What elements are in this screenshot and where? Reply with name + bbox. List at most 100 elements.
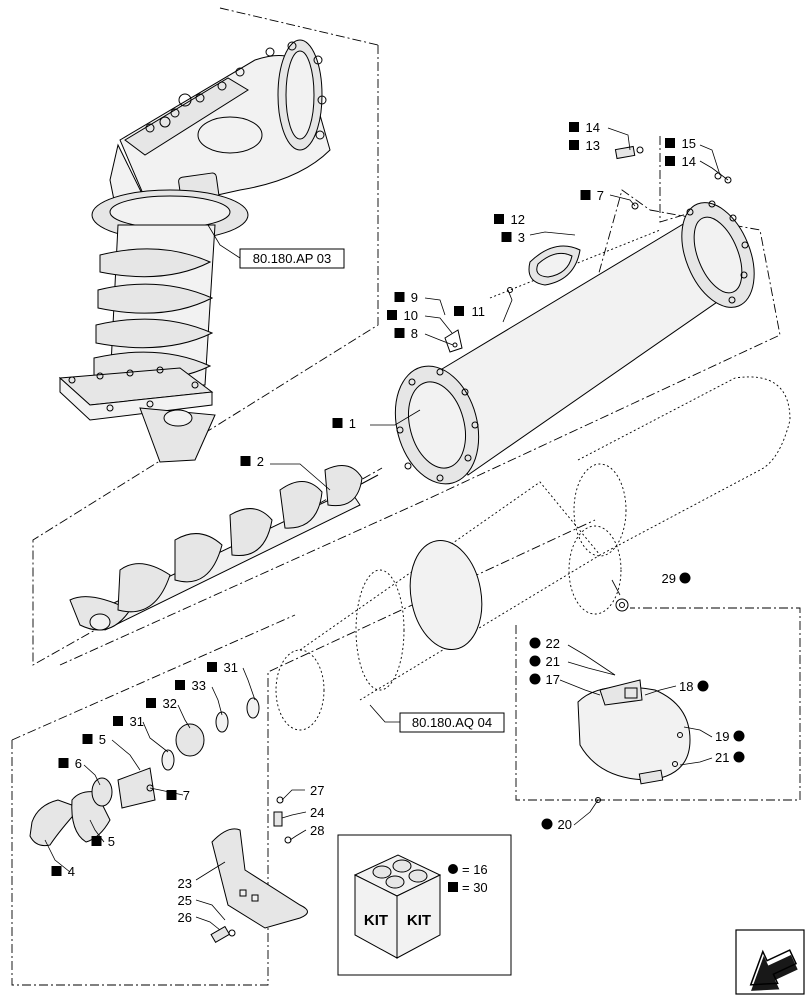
callout-circle-marker xyxy=(529,673,541,685)
tube-flange-bolts-right xyxy=(686,200,749,304)
guard-part-18 xyxy=(577,679,691,785)
callout-7-upper: 7 xyxy=(597,188,604,203)
reference-box-ap xyxy=(239,248,345,269)
callout-23: 23 xyxy=(178,876,192,891)
callout-31-upper: 31 xyxy=(224,660,238,675)
callout-5-upper: 5 xyxy=(99,732,106,747)
upper-auger-assembly xyxy=(58,39,331,463)
reference-aq-label: 80.180.AQ 04 xyxy=(412,715,492,730)
reference-callouts: 80.180.AP 03 80.180.AQ 04 xyxy=(239,248,505,733)
kit-part-icon xyxy=(408,869,428,883)
callout-circle-marker xyxy=(541,818,553,830)
reference-ap-label: 80.180.AP 03 xyxy=(253,251,332,266)
callout-21-upper: 21 xyxy=(546,654,560,669)
callout-13: 13 xyxy=(586,138,600,153)
callout-22: 22 xyxy=(546,636,560,651)
callout-square-marker xyxy=(82,734,93,744)
callout-26: 26 xyxy=(178,910,192,925)
callout-labels: 1 2 3 4 5 5 6 7 7 8 9 10 11 12 13 14 14 … xyxy=(68,120,730,925)
callout-2: 2 xyxy=(257,454,264,469)
callout-circle-marker xyxy=(733,751,745,763)
callout-square-marker xyxy=(394,292,405,302)
callout-square-marker xyxy=(454,306,464,316)
callout-square-marker xyxy=(58,758,69,768)
callout-6: 6 xyxy=(75,756,82,771)
legend-square-icon xyxy=(448,882,458,892)
callout-28: 28 xyxy=(310,823,324,838)
callout-33: 33 xyxy=(192,678,206,693)
callout-square-marker xyxy=(494,214,504,224)
kit-label-right: KIT xyxy=(407,912,431,929)
base-bolts xyxy=(68,366,199,412)
callout-14-left: 14 xyxy=(586,120,600,135)
callout-circle-marker xyxy=(529,655,541,667)
kit-label-left: KIT xyxy=(364,912,388,929)
legend-circle-text: = 16 xyxy=(462,862,488,877)
legend-square-text: = 30 xyxy=(462,880,488,895)
callout-markers xyxy=(51,122,745,876)
callout-square-marker xyxy=(166,790,177,800)
callout-20: 20 xyxy=(558,817,572,832)
tube-flange-bolts-left xyxy=(396,368,479,482)
callout-31-lower: 31 xyxy=(130,714,144,729)
callout-circle-marker xyxy=(697,680,709,692)
kit-legend: KIT KIT = 16 = 30 xyxy=(337,834,512,976)
callout-3: 3 xyxy=(518,230,525,245)
callout-32: 32 xyxy=(163,696,177,711)
callout-10: 10 xyxy=(404,308,418,323)
callout-circle-marker xyxy=(529,637,541,649)
callout-square-marker xyxy=(580,190,591,200)
phantom-tubes xyxy=(275,376,791,731)
callout-27: 27 xyxy=(310,783,324,798)
callout-1: 1 xyxy=(349,416,356,431)
callout-square-marker xyxy=(207,662,217,672)
callout-25: 25 xyxy=(178,893,192,908)
callout-9: 9 xyxy=(411,290,418,305)
callout-8: 8 xyxy=(411,326,418,341)
support-bracket-part-23 xyxy=(211,828,308,929)
callout-square-marker xyxy=(501,232,512,242)
callout-15: 15 xyxy=(682,136,696,151)
callout-29: 29 xyxy=(662,571,676,586)
callout-square-marker xyxy=(146,698,156,708)
arrow-back-icon[interactable] xyxy=(735,929,805,999)
auger-tube-part-1 xyxy=(394,200,755,485)
callout-circle-marker xyxy=(733,730,745,742)
callout-19: 19 xyxy=(715,729,729,744)
callout-square-marker xyxy=(91,836,102,846)
callout-square-marker xyxy=(665,138,675,148)
callout-square-marker xyxy=(569,140,579,150)
callout-21-lower: 21 xyxy=(715,750,729,765)
cover-bolts xyxy=(145,41,327,140)
callout-square-marker xyxy=(387,310,397,320)
leader-lines xyxy=(44,127,729,931)
coupling-parts xyxy=(29,145,732,944)
reference-box-aq xyxy=(399,712,505,733)
callout-square-marker xyxy=(569,122,579,132)
callout-5-lower: 5 xyxy=(108,834,115,849)
legend-circle-icon xyxy=(448,864,458,874)
callout-17: 17 xyxy=(546,672,560,687)
callout-square-marker xyxy=(240,456,251,466)
callout-square-marker xyxy=(332,418,343,428)
callout-square-marker xyxy=(394,328,405,338)
callout-11: 11 xyxy=(472,304,486,319)
auger-flight-part-2 xyxy=(69,465,379,631)
kit-part-icon xyxy=(392,859,412,873)
kit-part-icon xyxy=(385,875,405,889)
callout-4: 4 xyxy=(68,864,75,879)
kit-box-right-face xyxy=(396,874,441,959)
callout-14-right: 14 xyxy=(682,154,696,169)
callout-square-marker xyxy=(113,716,123,726)
callout-24: 24 xyxy=(310,805,324,820)
callout-7-lower: 7 xyxy=(183,788,190,803)
kit-part-icon xyxy=(372,865,392,879)
callout-square-marker xyxy=(665,156,675,166)
callout-circle-marker xyxy=(679,572,691,584)
callout-18: 18 xyxy=(679,679,693,694)
callout-square-marker xyxy=(51,866,62,876)
callout-square-marker xyxy=(175,680,185,690)
callout-12: 12 xyxy=(511,212,525,227)
